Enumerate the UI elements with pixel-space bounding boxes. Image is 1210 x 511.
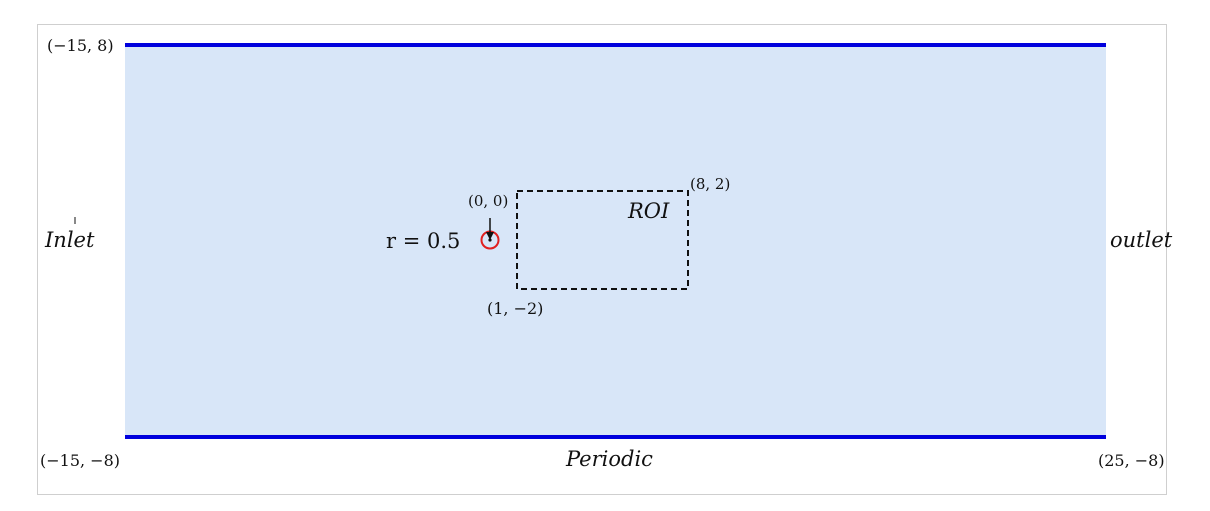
label-top-left-corner: (−15, 8) bbox=[47, 36, 114, 55]
label-roi: ROI bbox=[627, 199, 670, 223]
label-bottom-left-corner: (−15, −8) bbox=[40, 451, 120, 470]
arrow-down-icon bbox=[486, 232, 494, 240]
label-origin: (0, 0) bbox=[468, 192, 508, 210]
label-roi-bottom-left: (1, −2) bbox=[487, 299, 543, 318]
roi-box bbox=[516, 190, 689, 290]
label-radius: r = 0.5 bbox=[386, 229, 460, 253]
label-inlet: Inlet bbox=[44, 228, 95, 252]
label-outlet: outlet bbox=[1110, 228, 1173, 252]
label-bottom-right-corner: (25, −8) bbox=[1098, 451, 1165, 470]
fluid-domain bbox=[125, 45, 1106, 437]
label-roi-top-right: (8, 2) bbox=[690, 175, 730, 193]
label-periodic: Periodic bbox=[565, 447, 653, 471]
